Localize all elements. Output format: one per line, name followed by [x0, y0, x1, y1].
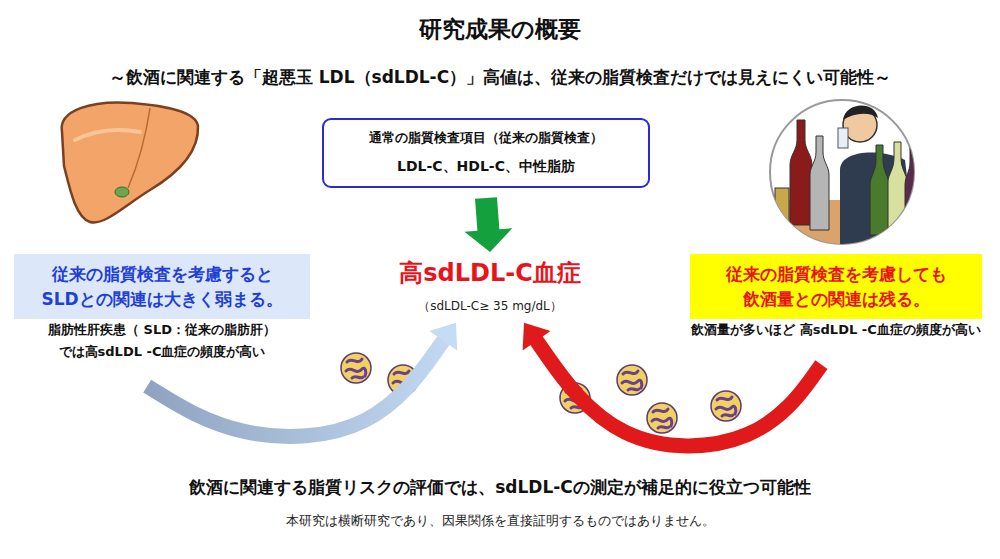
finding-box: 従来の脂質検査を考慮すると SLDとの関連は大きく弱まる。: [14, 254, 310, 319]
outcome-label: 高sdLDL-C血症 （sdLDL-C≥ 35 mg/dL）: [385, 258, 595, 315]
lipid-test-box: 通常の脂質検査項目（従来の脂質検査） LDL-C、HDL-C、中性脂肪: [322, 118, 650, 188]
title: 研究成果の概要: [0, 14, 1000, 45]
ldl-particle: [711, 391, 741, 421]
arrowhead: [429, 323, 457, 351]
finding-box: 従来の脂質検査を考慮しても 飲酒量との関連は残る。: [690, 254, 982, 319]
connector-arrow: [523, 323, 822, 446]
node-heading: 飲酒量が多いほど 高sdLDL -C血症の頻度が高い: [691, 319, 980, 340]
caption: 本研究は横断研究であり、因果関係を直接証明するものではありません。: [0, 513, 1000, 530]
arrowhead: [523, 323, 551, 351]
node-body: （sdLDL-C≥ 35 mg/dL）: [418, 299, 562, 315]
block-arrow: [464, 197, 512, 252]
liver-illustration: [62, 102, 198, 222]
node-body: 従来の脂質検査を考慮しても 飲酒量との関連は残る。: [700, 262, 972, 311]
sld-finding: 従来の脂質検査を考慮すると SLDとの関連は大きく弱まる。脂肪性肝疾患（ SLD…: [14, 254, 310, 374]
node-heading: 通常の脂質検査項目（従来の脂質検査）: [369, 130, 603, 147]
ldl-particle: [341, 353, 371, 383]
ldl-particle: [617, 365, 647, 395]
node-body: LDL-C、HDL-C、中性脂肪: [397, 157, 575, 175]
conclusion-text: 飲酒に関連する脂質リスクの評価では、sdLDL-Cの測定が補足的に役立つ可能性: [0, 476, 1000, 499]
ldl-particle: [647, 403, 677, 433]
node-body: 従来の脂質検査を考慮すると SLDとの関連は大きく弱まる。: [24, 262, 300, 311]
connector-arrow: [147, 323, 457, 437]
drinking-illustration: [770, 100, 922, 250]
subtitle: ～飲酒に関連する「超悪玉 LDL（sdLDL-C）」高値は、従来の脂質検査だけで…: [0, 66, 1000, 89]
connector-arrow: [464, 197, 512, 252]
alcohol-finding: 従来の脂質検査を考慮しても 飲酒量との関連は残る。飲酒量が多いほど 高sdLDL…: [690, 254, 982, 353]
node-heading: 高sdLDL-C血症: [399, 258, 581, 289]
curved-arrow: [534, 338, 821, 446]
node-heading: 脂肪性肝疾患（ SLD：従来の脂肪肝） では高sdLDL -C血症の頻度が高い: [14, 319, 310, 362]
